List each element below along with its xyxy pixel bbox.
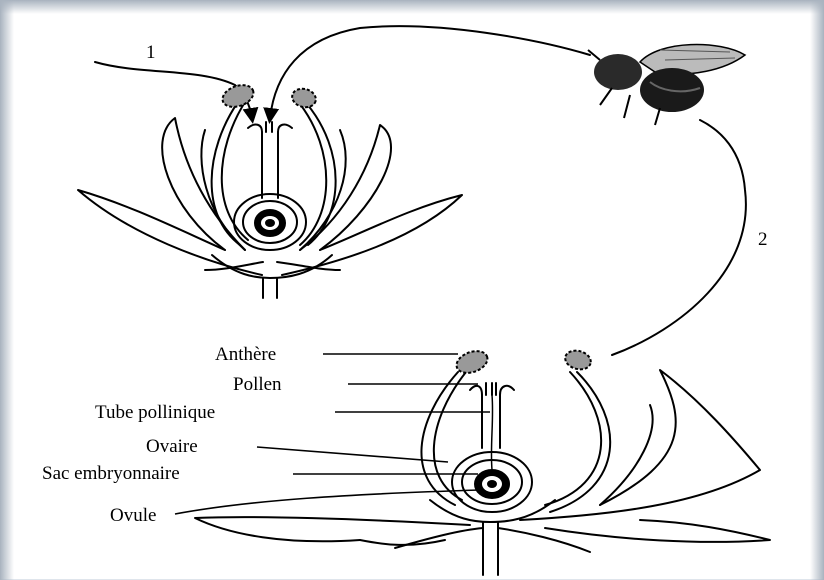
- bottom-flower-sepal-left: [395, 528, 483, 548]
- label-sac-embryonnaire: Sac embryonnaire: [42, 463, 180, 484]
- bottom-flower-petal-left-2: [360, 540, 445, 545]
- bottom-flower-petal-left: [195, 517, 470, 541]
- top-flower: [78, 102, 462, 298]
- step-2-label: 2: [758, 229, 768, 250]
- bee-head: [594, 54, 642, 90]
- bottom-flower: [195, 370, 770, 575]
- bottom-flower-pollen-tube: [491, 395, 492, 470]
- top-flower-petal-right-outer-inner: [300, 125, 391, 250]
- leader-ovaire: [257, 447, 448, 462]
- anther-bottom-right: [563, 348, 593, 372]
- top-flower-filament-right-2: [307, 104, 336, 245]
- step-1-label: 1: [146, 42, 156, 63]
- bee-icon: [588, 45, 745, 125]
- label-ovule: Ovule: [110, 505, 156, 526]
- top-flower-filament-left: [212, 102, 240, 245]
- leader-ovule: [175, 490, 480, 514]
- anther-bottom-left: [454, 347, 491, 377]
- top-flower-stigma: [248, 125, 292, 132]
- anther-top-left: [220, 81, 257, 111]
- arrow-bee-to-flower: [270, 26, 590, 118]
- top-flower-stigma-mid: [266, 122, 272, 132]
- anther-top-right: [290, 86, 318, 110]
- top-flower-petal-right-inner: [300, 130, 346, 250]
- top-flower-petal-left-outer: [78, 190, 262, 275]
- label-anthere: Anthère: [215, 344, 276, 365]
- label-tube-pollinique: Tube pollinique: [95, 402, 215, 423]
- label-pollen: Pollen: [233, 374, 282, 395]
- label-leaders: [175, 354, 490, 514]
- bottom-flower-stigma-tips: [486, 383, 496, 395]
- label-ovaire: Ovaire: [146, 436, 198, 457]
- arrow-flower-to-bee: [612, 120, 746, 355]
- bottom-flower-petal-right-low: [545, 520, 770, 542]
- bottom-flower-petal-right-outer: [520, 370, 760, 520]
